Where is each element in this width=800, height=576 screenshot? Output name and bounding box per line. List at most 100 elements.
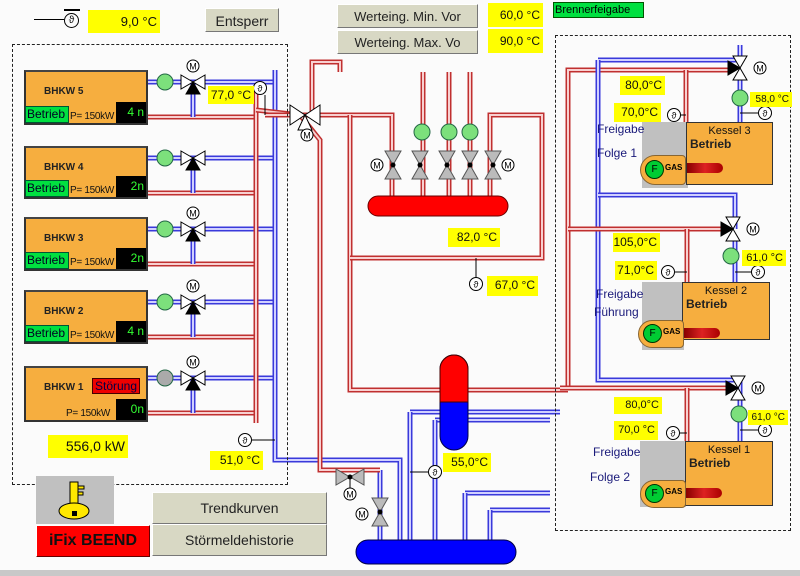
kessel-1-pump-temp: 61,0 °C xyxy=(748,410,788,425)
valve-icon xyxy=(730,375,746,389)
runtime-value: 2n xyxy=(116,248,146,269)
pipe-inner xyxy=(350,114,543,259)
boiler-status: Betrieb xyxy=(689,456,731,470)
sensor-label: ϑ xyxy=(243,436,248,446)
unlock-button[interactable]: Entsperr xyxy=(205,8,279,32)
motor-label: M xyxy=(756,64,764,74)
separator-hot-zone xyxy=(439,354,469,403)
valve-stem xyxy=(467,162,473,168)
bhkw-name: BHKW 3 xyxy=(44,233,84,244)
boiler-name: Kessel 1 xyxy=(707,444,751,456)
distributor-header xyxy=(367,195,509,217)
power-label: P= 150kW xyxy=(66,408,111,419)
fuel-label: GAS xyxy=(665,163,683,172)
status-badge: Betrieb xyxy=(25,180,69,197)
trend-curves-button[interactable]: Trendkurven xyxy=(152,492,327,524)
min-supply-value: 60,0 °C xyxy=(488,3,543,27)
return-collector xyxy=(355,539,517,565)
valve-icon xyxy=(192,294,206,310)
bhkw-5-unit[interactable]: BHKW 5 Betrieb P= 150kW 4 n xyxy=(24,70,148,125)
power-label: P= 150kW xyxy=(70,257,115,268)
valve-icon xyxy=(192,221,206,237)
sensor-label: ϑ xyxy=(763,426,768,436)
valve-icon xyxy=(180,150,194,166)
key-icon xyxy=(58,481,90,520)
motor-icon xyxy=(300,128,314,142)
motor-label: M xyxy=(189,209,197,219)
key-lock-button[interactable] xyxy=(36,476,114,524)
valve-stem xyxy=(377,509,383,515)
valve-icon xyxy=(180,221,194,237)
motor-label: M xyxy=(373,161,381,171)
outdoor-sensor-icon: ϑ xyxy=(34,9,80,28)
motor-icon xyxy=(753,61,767,75)
kessel-1-supply-temp: 80,0°C xyxy=(614,397,662,414)
sensor-icon xyxy=(667,108,681,122)
motor-icon xyxy=(751,381,765,395)
bhkw-1-unit[interactable]: BHKW 1 Störung P= 150kW 0n xyxy=(24,366,148,422)
valve-icon xyxy=(725,380,739,396)
motor-icon xyxy=(186,206,200,220)
valve-stem xyxy=(490,162,496,168)
bhkw-group-frame xyxy=(12,44,288,485)
motor-label: M xyxy=(189,282,197,292)
max-supply-value: 90,0 °C xyxy=(488,29,543,53)
sensor-label: ϑ xyxy=(64,13,79,28)
valve-icon xyxy=(304,104,321,126)
runtime-value: 0n xyxy=(116,399,146,420)
supply-pipe xyxy=(298,113,330,473)
fault-badge: Störung xyxy=(92,378,141,394)
fuel-label: GAS xyxy=(663,327,681,336)
kessel-3[interactable]: Kessel 3 Betrieb xyxy=(686,122,773,185)
bhkw-3-unit[interactable]: BHKW 3 Betrieb P= 150kW 2n xyxy=(24,217,148,271)
kessel-2-pump-temp: 61,0 °C xyxy=(742,250,786,266)
valve-icon xyxy=(192,74,206,90)
motor-icon xyxy=(186,355,200,369)
kessel-3-return-temp: 70,0°C xyxy=(614,103,661,122)
sensor-icon xyxy=(469,277,483,291)
ifix-exit-button[interactable]: iFix BEEND xyxy=(36,525,150,557)
motor-label: M xyxy=(303,131,311,141)
boiler-name: Kessel 2 xyxy=(704,285,748,297)
pipe-inner xyxy=(349,115,445,391)
sequence-label: Folge 1 xyxy=(597,146,638,160)
fuel-label: GAS xyxy=(665,487,683,496)
pump-icon xyxy=(156,293,174,311)
kessel-2[interactable]: Kessel 2 Betrieb xyxy=(682,282,770,340)
motor-icon xyxy=(186,279,200,293)
motor-icon xyxy=(370,158,384,172)
pipe-inner xyxy=(274,70,401,545)
motor-label: M xyxy=(346,490,354,500)
flame-icon xyxy=(687,163,723,173)
bhkw-4-unit[interactable]: BHKW 4 Betrieb P= 150kW 2n xyxy=(24,146,148,199)
valve-icon xyxy=(185,377,201,391)
valve-icon xyxy=(180,370,194,386)
sensor-label: ϑ xyxy=(671,429,676,439)
runtime-value: 2n xyxy=(116,176,146,197)
kessel-2-supply-temp: 105,0°C xyxy=(613,233,660,252)
set-max-supply-button[interactable]: Werteing. Max. Vo xyxy=(337,30,478,54)
bhkw-supply-temp: 77,0 °C xyxy=(208,86,254,104)
release-label: Freigabe xyxy=(593,445,641,459)
distributor-temp: 82,0 °C xyxy=(448,228,500,247)
pump-icon xyxy=(413,123,431,141)
separator-temp: 55,0°C xyxy=(443,453,491,472)
pump-icon xyxy=(156,149,174,167)
motor-label: M xyxy=(189,62,197,72)
valve-icon xyxy=(720,221,734,237)
motor-label: M xyxy=(754,384,762,394)
set-min-supply-button[interactable]: Werteing. Min. Vor xyxy=(337,4,478,28)
flame-icon xyxy=(686,488,722,498)
valve-icon xyxy=(185,81,201,95)
pump-icon xyxy=(730,405,748,423)
alarm-history-button[interactable]: Störmeldehistorie xyxy=(152,524,327,556)
boiler-status: Betrieb xyxy=(686,297,728,311)
bhkw-2-unit[interactable]: BHKW 2 Betrieb P= 150kW 4 n xyxy=(24,290,148,344)
pump-icon xyxy=(156,73,174,91)
motor-icon xyxy=(746,222,760,236)
motor-label: M xyxy=(749,225,757,235)
pump-icon xyxy=(156,369,174,387)
sensor-icon xyxy=(661,265,675,279)
pump-icon xyxy=(440,123,458,141)
sequence-label: Folge 2 xyxy=(590,470,631,484)
